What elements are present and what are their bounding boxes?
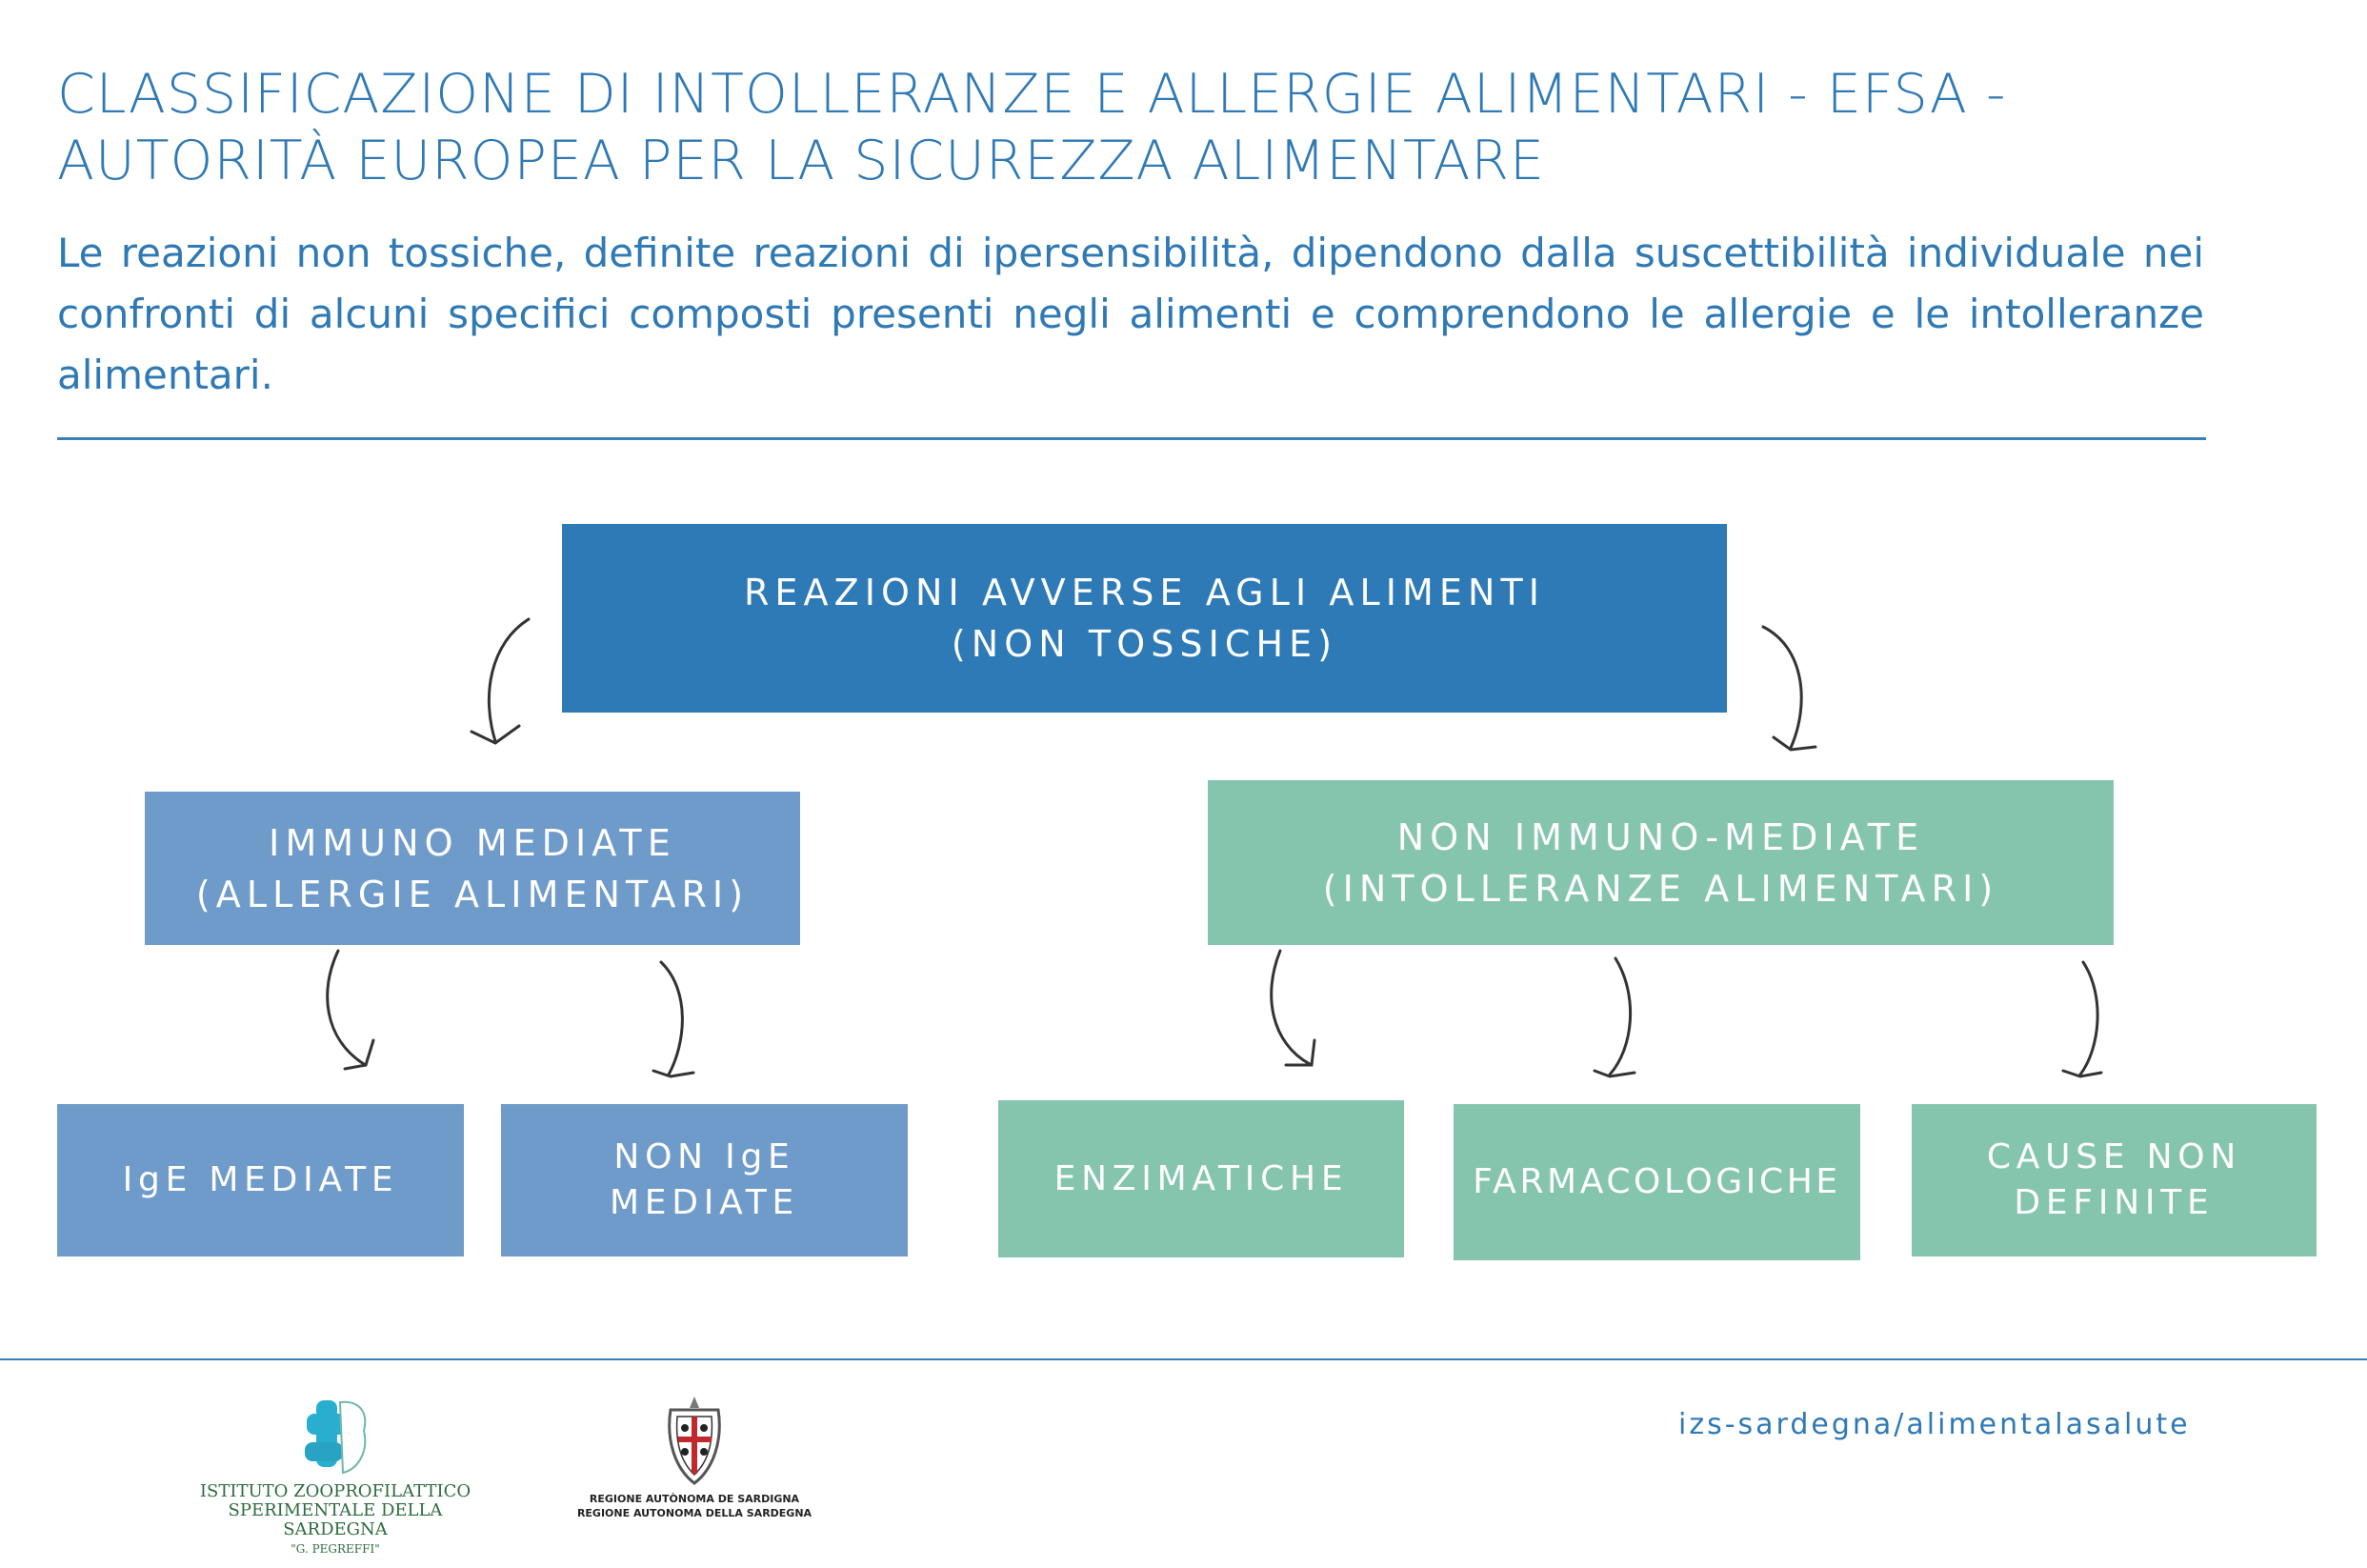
immuno-line-2: (ALLERGIE ALIMENTARI) (195, 873, 750, 915)
header-divider (57, 437, 2206, 440)
izs-emblem-icon (305, 1400, 367, 1475)
non-immuno-line-1: NON IMMUNO-MEDIATE (1396, 815, 1925, 858)
arrow-icon (1270, 949, 1316, 1067)
arrow-icon (326, 949, 375, 1071)
website-url[interactable]: izs-sardegna/alimentalasalute (1678, 1408, 2191, 1441)
non-ige-mediate-box: NON IgE MEDIATE (501, 1104, 908, 1256)
root-line-2: (NON TOSSICHE) (951, 623, 1338, 665)
regione-sardegna-logo: REGIONE AUTÒNOMA DE SARDIGNA REGIONE AUT… (571, 1393, 818, 1520)
non-ige-line-1: NON IgE (613, 1137, 795, 1176)
ige-mediate-box: IgE MEDIATE (57, 1104, 464, 1256)
non-immuno-mediate-box: NON IMMUNO-MEDIATE (INTOLLERANZE ALIMENTA… (1208, 780, 2114, 945)
arrow-icon (2061, 960, 2103, 1078)
izs-name-line-1: ISTITUTO ZOOPROFILATTICO (199, 1481, 471, 1501)
arrow-icon (652, 960, 695, 1078)
immuno-line-1: IMMUNO MEDIATE (269, 821, 676, 864)
intro-paragraph: Le reazioni non tossiche, definite reazi… (57, 230, 2204, 398)
ras-name-line-1: REGIONE AUTÒNOMA DE SARDIGNA (589, 1493, 800, 1505)
izs-name-line-2: SPERIMENTALE DELLA SARDEGNA (228, 1500, 443, 1539)
arrow-icon (1593, 956, 1636, 1078)
izs-logo: ISTITUTO ZOOPROFILATTICO SPERIMENTALE DE… (183, 1393, 488, 1558)
page-title: CLASSIFICAZIONE DI INTOLLERANZE E ALLERG… (57, 61, 2305, 194)
arrow-icon (470, 617, 531, 745)
non-ige-line-2: MEDIATE (609, 1183, 800, 1222)
farmacologiche-label: FARMACOLOGICHE (1473, 1162, 1841, 1201)
immuno-mediate-box: IMMUNO MEDIATE (ALLERGIE ALIMENTARI) (145, 792, 800, 945)
ras-name-line-2: REGIONE AUTONOMA DELLA SARDEGNA (576, 1507, 812, 1519)
non-immuno-line-2: (INTOLLERANZE ALIMENTARI) (1322, 867, 1999, 910)
enzimatiche-label: ENZIMATICHE (1053, 1158, 1349, 1198)
farmacologiche-box: FARMACOLOGICHE (1454, 1104, 1860, 1260)
cause-line-1: CAUSE NON (1986, 1137, 2242, 1176)
sardinia-coat-of-arms-icon (668, 1397, 721, 1485)
footer-divider (0, 1358, 2367, 1360)
ige-label: IgE MEDIATE (122, 1160, 399, 1199)
cause-line-2: DEFINITE (2014, 1183, 2215, 1222)
root-box-reazioni-avverse: REAZIONI AVVERSE AGLI ALIMENTI (NON TOSSI… (562, 524, 1727, 713)
izs-name-line-3: "G. PEGREFFI" (291, 1542, 380, 1556)
root-line-1: REAZIONI AVVERSE AGLI ALIMENTI (743, 572, 1546, 613)
enzimatiche-box: ENZIMATICHE (998, 1100, 1404, 1257)
arrow-icon (1761, 625, 1817, 752)
cause-non-definite-box: CAUSE NON DEFINITE (1912, 1104, 2317, 1256)
title-line-2: AUTORITÀ EUROPEA PER LA SICUREZZA ALIMEN… (57, 130, 1546, 192)
title-line-1: CLASSIFICAZIONE DI INTOLLERANZE E ALLERG… (57, 63, 2007, 126)
